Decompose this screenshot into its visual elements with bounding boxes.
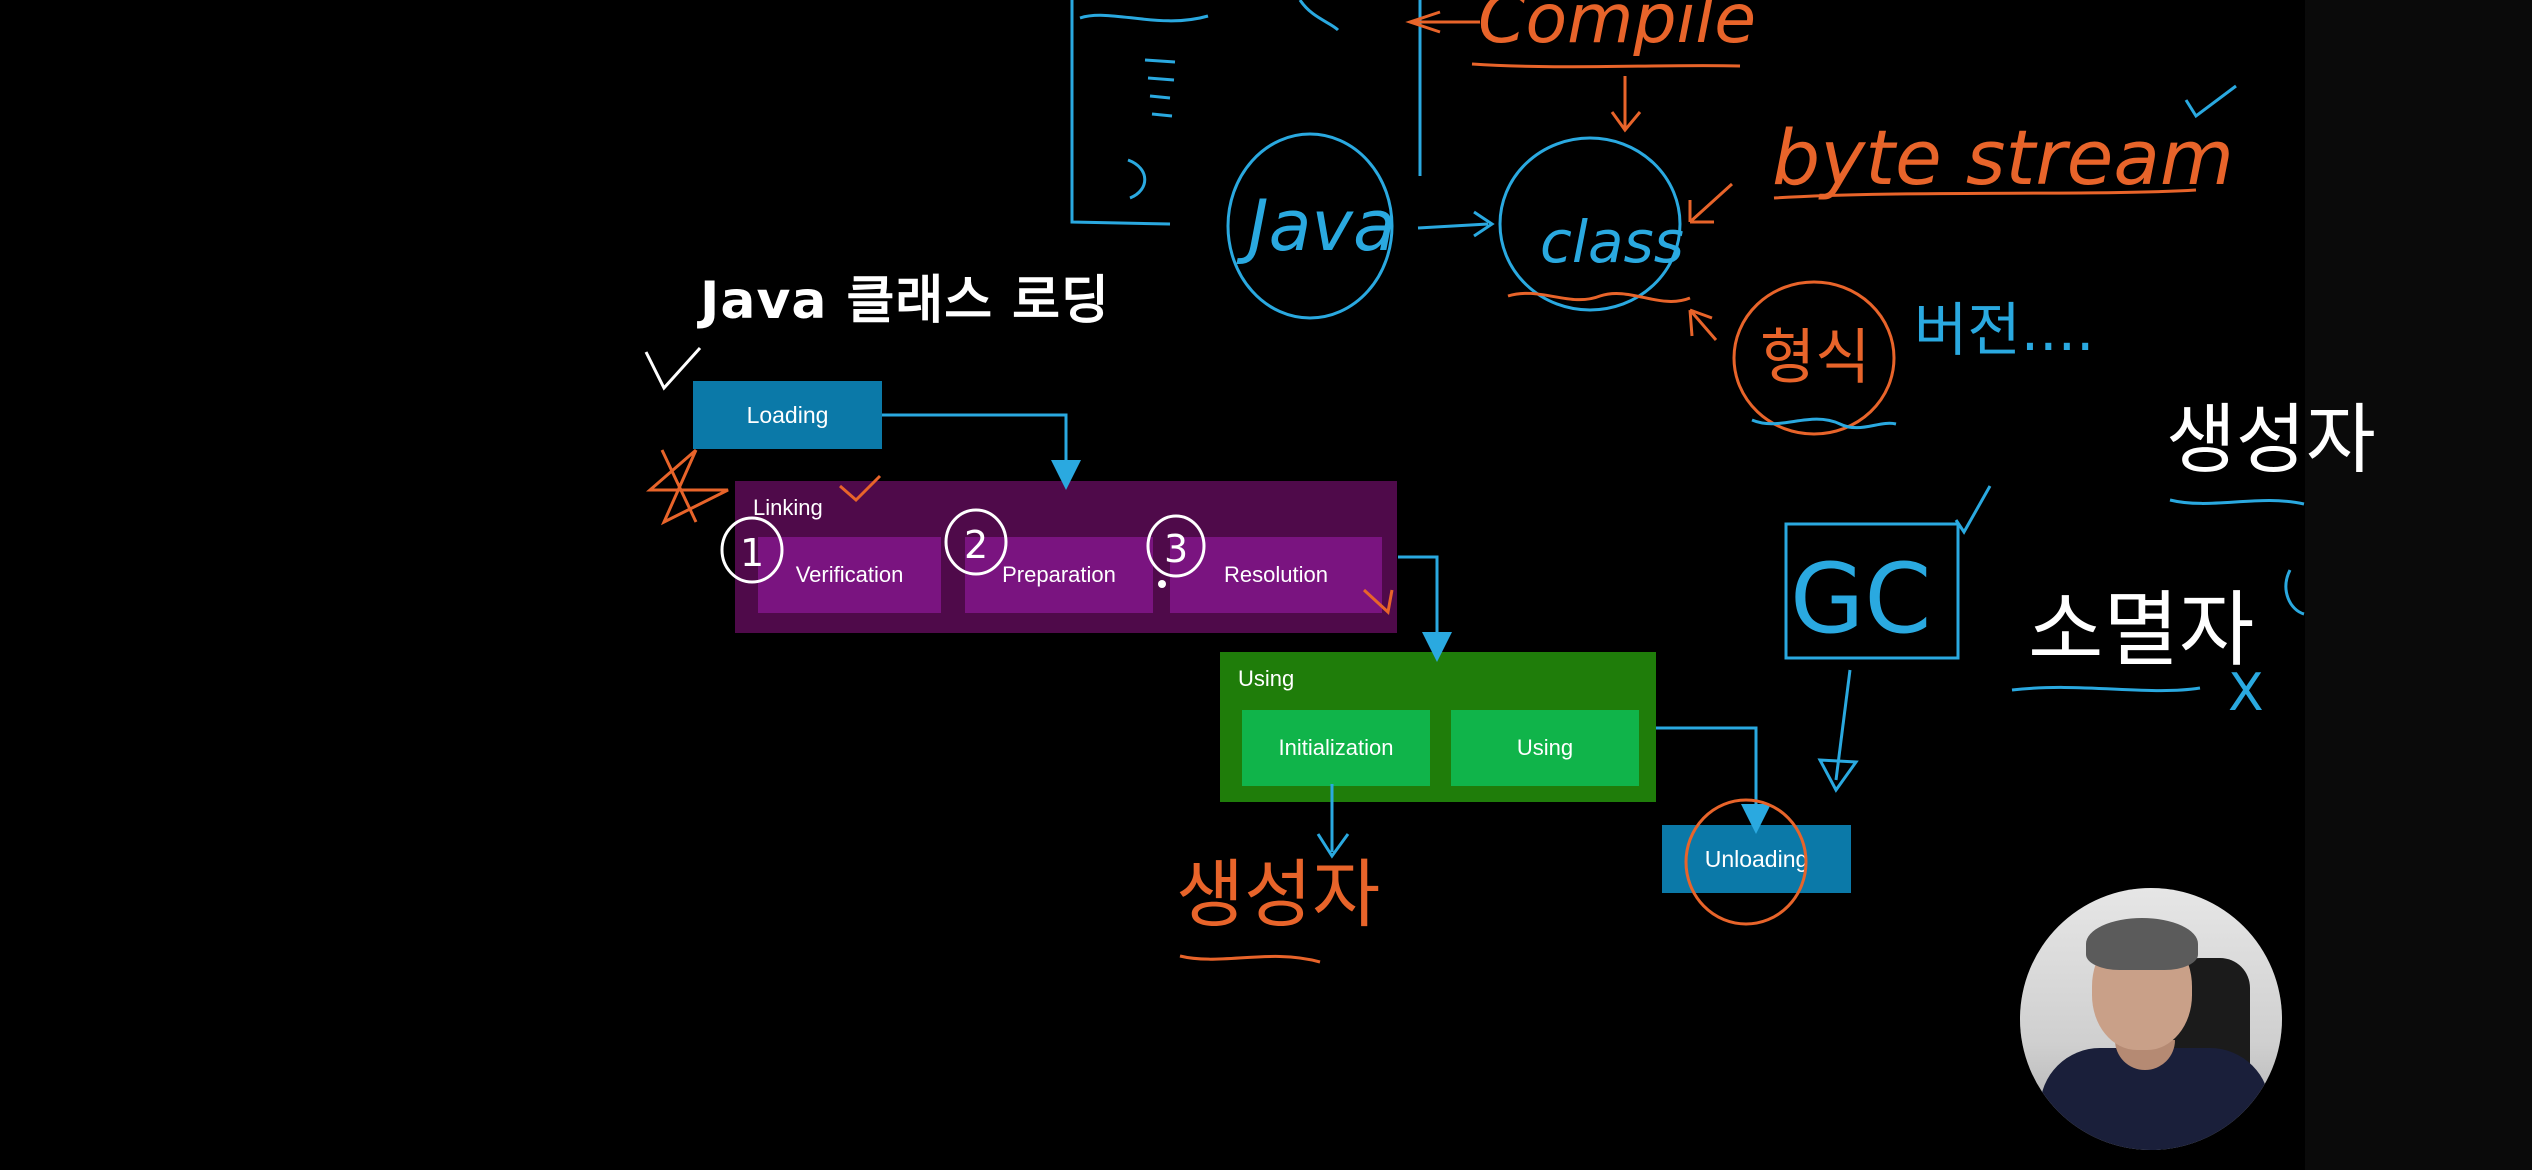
initialization-note: 생성자: [1176, 784, 1380, 964]
constructor-bottom-text: 생성자: [1176, 852, 1380, 938]
step-number-3: 3: [1164, 527, 1188, 571]
unloading-circle: [1684, 798, 1808, 926]
using-group-label: Using: [1238, 666, 1295, 691]
gc-text: GC: [1790, 543, 1931, 655]
step-numbers: [720, 508, 1206, 584]
slide-title: Java 클래스 로딩: [700, 271, 1110, 331]
loading-label: Loading: [746, 401, 829, 428]
loading-marks: [644, 346, 882, 526]
format-text: 형식: [1760, 323, 1870, 393]
preparation-box: Preparation: [965, 537, 1153, 613]
constructor-right-note: 생성자: [2166, 395, 2376, 506]
step-number-2: 2: [964, 523, 988, 567]
connector-linking-using: [1398, 555, 1452, 662]
linking-label: Linking: [753, 495, 823, 520]
connector-loading-linking: [882, 413, 1081, 490]
flow-connectors: [882, 413, 1771, 834]
unloading-box: Unloading: [1662, 825, 1851, 893]
gc-note: GC: [1784, 485, 1992, 793]
compile-text: Compile: [1478, 0, 1756, 59]
verification-label: Verification: [795, 562, 904, 587]
constructor-right-text: 생성자: [2166, 395, 2376, 484]
version-text: 버전....: [1914, 296, 2094, 364]
x-mark: X: [2228, 663, 2264, 723]
using-label: Using: [1516, 735, 1574, 760]
connector-using-unloading: [1656, 726, 1771, 834]
using-box: Using: [1451, 710, 1639, 786]
class-file-sketch: [1070, 0, 1422, 226]
resolution-label: Resolution: [1224, 562, 1328, 587]
side-margin: [2305, 0, 2532, 1170]
preparation-label: Preparation: [1002, 562, 1116, 587]
loading-box: Loading: [693, 381, 882, 449]
java-circle: Java: [1226, 132, 1396, 320]
destructor-note: 소멸자 X: [2011, 569, 2305, 723]
arrow-java-class: [1417, 210, 1495, 238]
byte-stream-text: byte stream: [1772, 113, 2234, 202]
destructor-text: 소멸자: [2028, 583, 2254, 678]
step-number-1: 1: [740, 531, 764, 575]
class-text: class: [1540, 208, 1684, 276]
byte-stream-note: byte stream: [1688, 84, 2237, 224]
linking-group: Linking Verification Preparation Resolut…: [735, 481, 1397, 633]
verification-box: Verification: [758, 537, 941, 613]
compile-note: Compile: [1405, 0, 1756, 133]
java-text: Java: [1236, 185, 1396, 267]
class-circle: class: [1498, 136, 1691, 312]
format-note: 형식 버전....: [1688, 280, 2094, 436]
initialization-label: Initialization: [1278, 735, 1394, 760]
unloading-label: Unloading: [1704, 845, 1809, 872]
initialization-box: Initialization: [1242, 710, 1430, 786]
using-group: Using Initialization Using: [1220, 652, 1656, 802]
presenter-webcam: [2020, 888, 2282, 1150]
resolution-box: Resolution: [1170, 537, 1382, 613]
